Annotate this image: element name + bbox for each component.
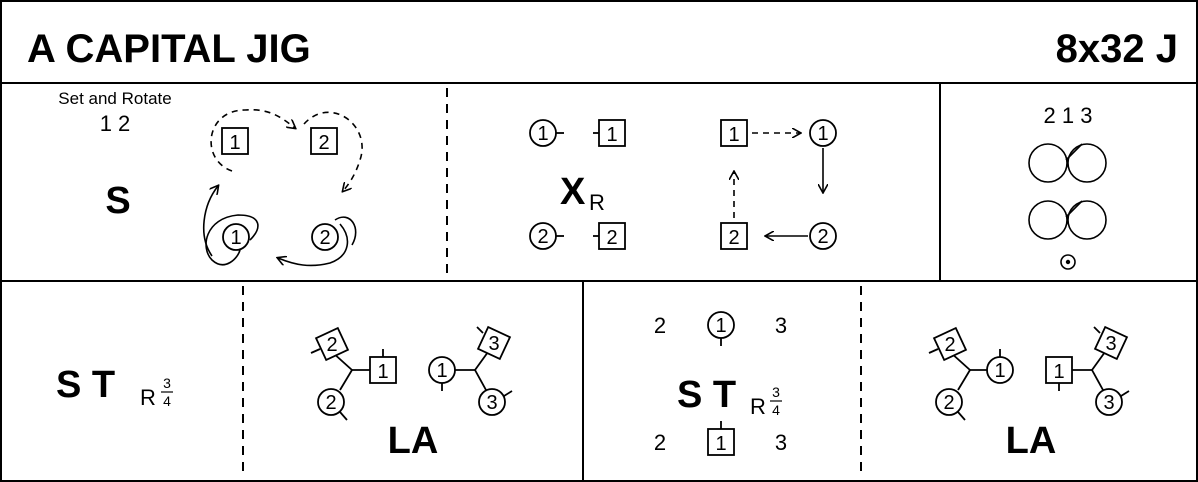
man-1-square: 1 — [707, 421, 735, 456]
solid-path-arrow — [334, 216, 357, 246]
svg-text:3: 3 — [1105, 333, 1116, 355]
woman-2-circle: 2 — [529, 222, 564, 250]
svg-text:1: 1 — [817, 123, 828, 145]
svg-text:1: 1 — [715, 433, 726, 455]
svg-text:2: 2 — [325, 392, 336, 414]
svg-text:1: 1 — [715, 315, 726, 337]
bar-formation: 2 1 3 — [1028, 103, 1107, 270]
solid-path-arrow — [205, 214, 259, 266]
woman-3-circle: 3 — [478, 388, 513, 416]
move-symbol: LA — [1006, 420, 1057, 462]
solid-path-arrow — [203, 186, 218, 257]
woman-1-circle: 1 — [707, 311, 735, 346]
svg-text:1: 1 — [229, 132, 240, 154]
svg-text:R: R — [140, 385, 156, 410]
woman-1-circle: 1 — [986, 349, 1014, 384]
woman-1-circle: 1 — [428, 356, 456, 391]
position-numbers: 2 1 3 — [1044, 103, 1093, 128]
man-1-square: 1 — [720, 119, 748, 147]
svg-text:1: 1 — [436, 360, 447, 382]
svg-text:3: 3 — [772, 384, 780, 400]
svg-text:2: 2 — [319, 227, 330, 249]
svg-text:1: 1 — [377, 361, 388, 383]
svg-text:2: 2 — [944, 334, 955, 356]
move-symbol: LA — [388, 420, 439, 462]
hub-lines — [455, 351, 489, 391]
man-1-square: 1 — [221, 127, 249, 155]
man-1-square: 1 — [369, 349, 397, 384]
hub-lines — [331, 351, 370, 391]
svg-text:X: X — [560, 171, 586, 213]
woman-3-circle: 3 — [1095, 388, 1130, 416]
move-caption-numbers: 1 2 — [100, 111, 131, 136]
svg-text:1: 1 — [994, 360, 1005, 382]
man-2-square: 2 — [310, 127, 338, 155]
man-2-square: 2 — [593, 222, 626, 250]
hub-lines — [1072, 351, 1106, 391]
svg-text:2: 2 — [318, 132, 329, 154]
svg-text:2: 2 — [606, 227, 617, 249]
bar-set-turn: S T R 3 4 — [56, 364, 173, 410]
woman-1-circle: 1 — [222, 223, 250, 251]
bar-left-allemande: LA 2 1 2 1 — [310, 325, 513, 462]
svg-text:2: 2 — [537, 226, 548, 248]
top-of-set-icon — [1060, 254, 1076, 270]
svg-text:S T: S T — [56, 364, 115, 406]
svg-text:3: 3 — [775, 430, 787, 455]
svg-text:1: 1 — [230, 227, 241, 249]
man-1-square: 1 — [593, 119, 626, 147]
woman-1-circle: 1 — [809, 119, 837, 147]
dashed-path-arrow — [303, 111, 363, 191]
move-symbol: X R — [560, 171, 605, 215]
hub-lines — [949, 351, 987, 391]
svg-text:4: 4 — [163, 393, 171, 409]
move-symbol: S T R 3 4 — [56, 364, 173, 410]
svg-text:3: 3 — [775, 313, 787, 338]
bar-set-and-rotate: Set and Rotate 1 2 S 1 2 1 2 — [58, 89, 363, 267]
svg-text:3: 3 — [488, 333, 499, 355]
svg-text:1: 1 — [1053, 361, 1064, 383]
dance-title: A CAPITAL JIG — [27, 27, 311, 71]
man-1-square: 1 — [1045, 356, 1073, 391]
svg-text:R: R — [750, 394, 766, 419]
svg-text:2: 2 — [654, 430, 666, 455]
woman-2-circle: 2 — [317, 388, 348, 421]
man-2-square: 2 — [310, 326, 350, 362]
svg-text:2: 2 — [326, 334, 337, 356]
woman-2-circle: 2 — [935, 388, 966, 421]
svg-text:4: 4 — [772, 402, 780, 418]
svg-text:2: 2 — [654, 313, 666, 338]
bar-cross-right: X R 1 1 2 2 1 — [529, 119, 837, 250]
svg-text:1: 1 — [606, 124, 617, 146]
dance-format: 8x32 J — [1056, 27, 1178, 71]
woman-1-circle: 1 — [529, 119, 564, 147]
svg-text:3: 3 — [1103, 392, 1114, 414]
svg-text:3: 3 — [163, 375, 171, 391]
dashed-path-arrow — [210, 108, 295, 172]
svg-text:3: 3 — [486, 392, 497, 414]
bar-left-allemande-2: LA 2 1 2 1 — [928, 325, 1130, 462]
svg-text:2: 2 — [728, 227, 739, 249]
move-symbol: S T R 3 4 — [677, 374, 782, 419]
svg-text:1: 1 — [537, 123, 548, 145]
svg-text:2: 2 — [943, 392, 954, 414]
reel-loops-icon — [1028, 143, 1107, 240]
man-3-square: 3 — [476, 325, 512, 361]
svg-text:2: 2 — [817, 226, 828, 248]
move-symbol: S — [105, 180, 130, 222]
svg-text:1: 1 — [728, 124, 739, 146]
woman-2-circle: 2 — [311, 223, 339, 251]
bar-set-turn-positions: 2 1 3 S T R 3 4 2 1 3 — [654, 311, 787, 456]
man-2-square: 2 — [928, 326, 968, 362]
woman-2-circle: 2 — [809, 222, 837, 250]
man-2-square: 2 — [720, 222, 748, 250]
svg-text:R: R — [589, 190, 605, 215]
svg-text:S T: S T — [677, 374, 736, 416]
solid-path-arrow — [278, 223, 349, 267]
man-3-square: 3 — [1093, 325, 1129, 361]
move-caption: Set and Rotate — [58, 89, 171, 108]
